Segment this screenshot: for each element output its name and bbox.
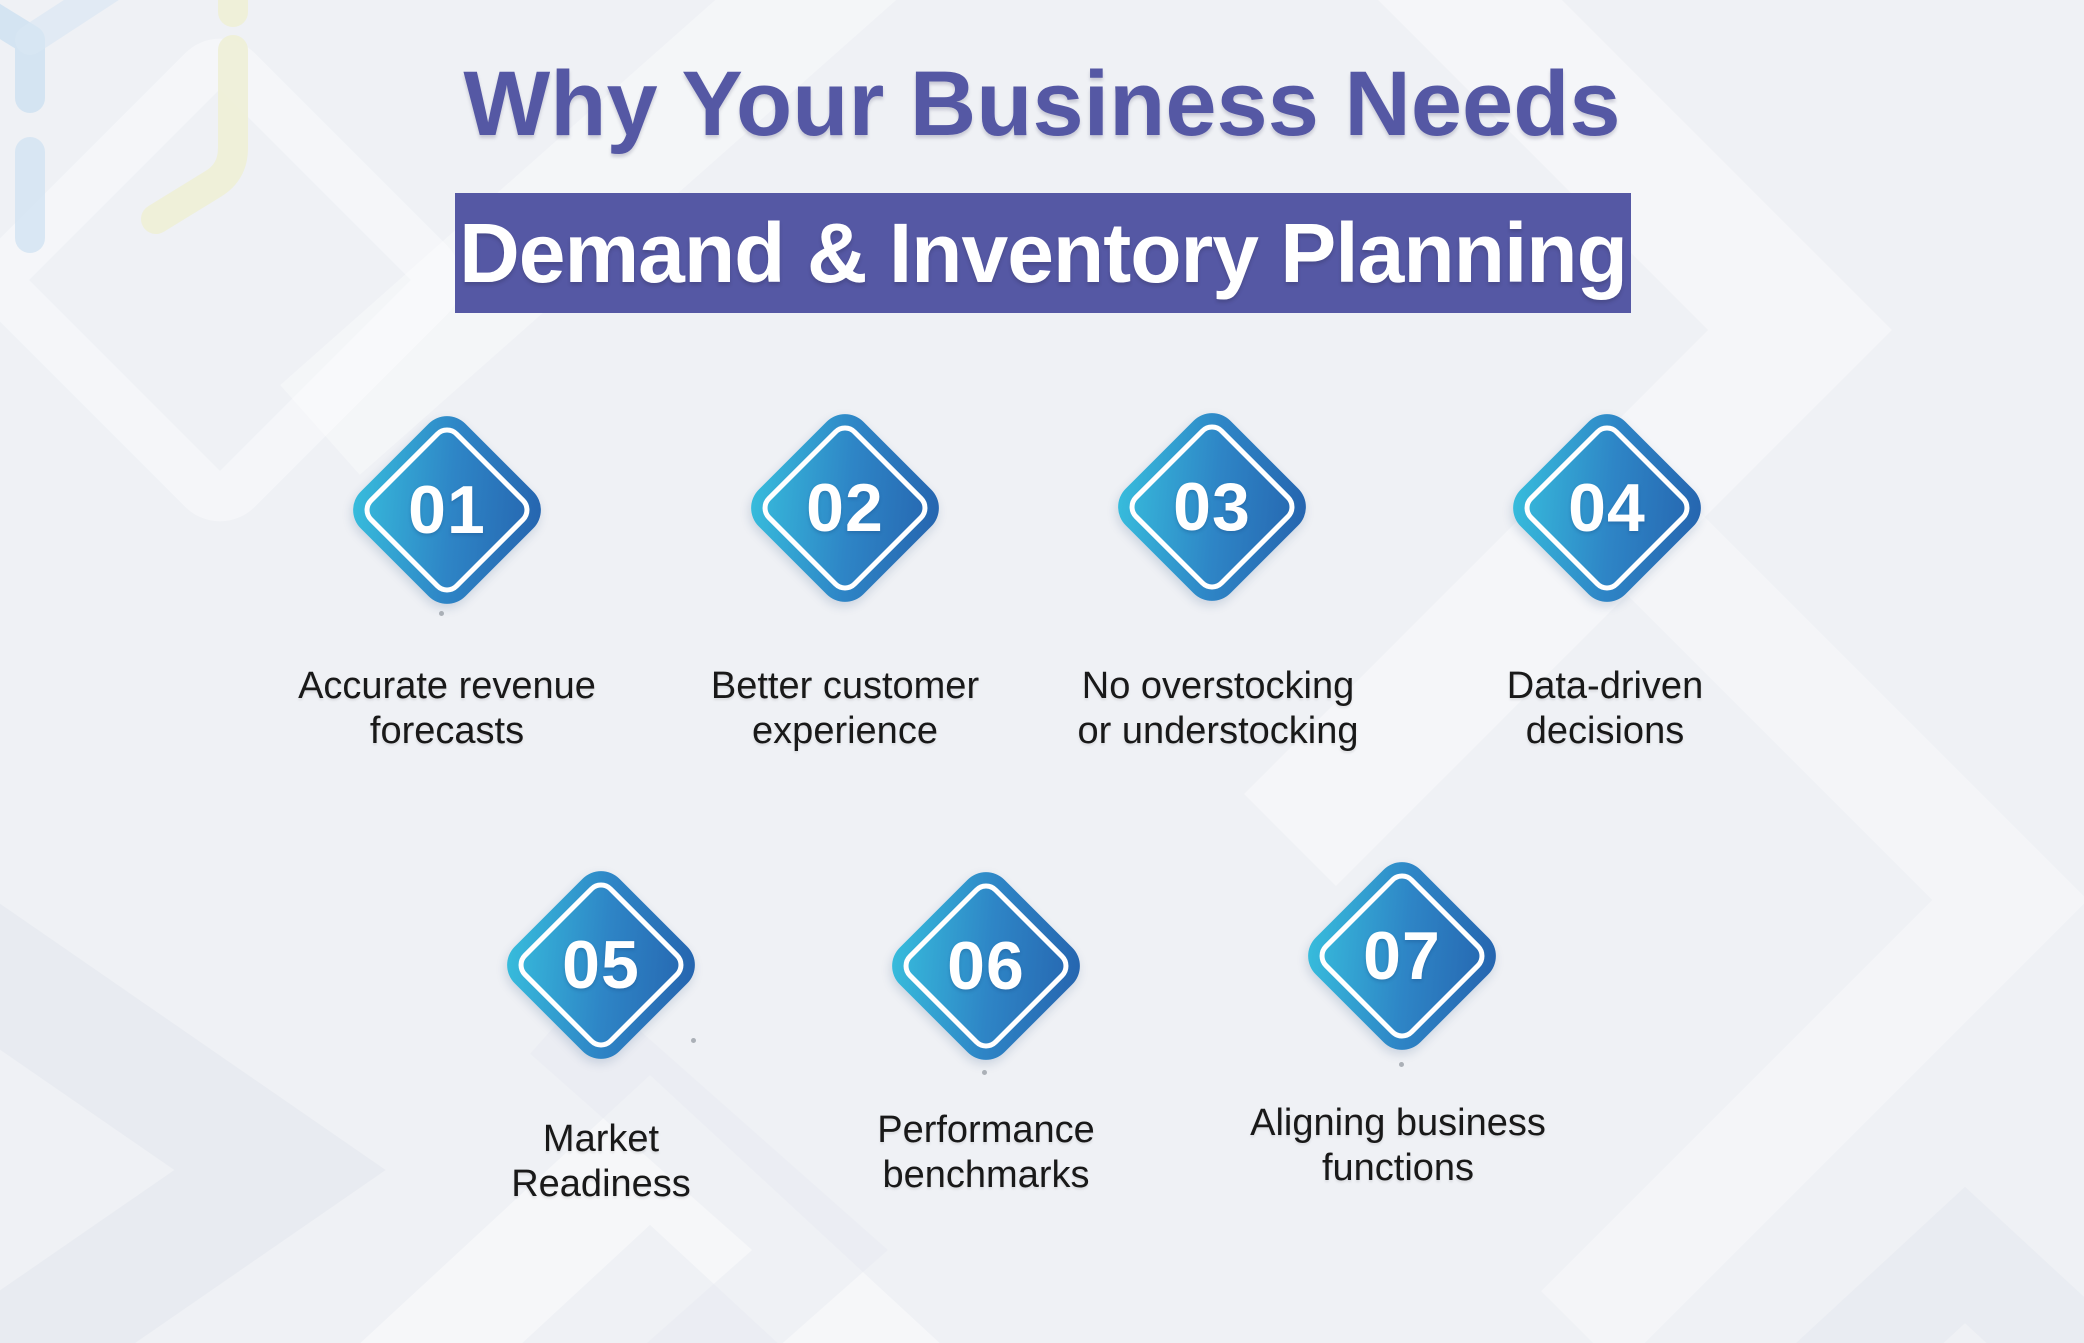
item-label-line-1: Aligning business xyxy=(1250,1102,1546,1144)
item-number: 03 xyxy=(1173,469,1251,545)
speck-dot xyxy=(982,1070,987,1075)
page-subtitle: Demand & Inventory Planning xyxy=(459,205,1628,300)
speck-dot xyxy=(691,1038,696,1043)
item-label-line-2: benchmarks xyxy=(882,1154,1090,1196)
item-label: Accurate revenue forecasts xyxy=(227,664,667,754)
item-07: 07 xyxy=(1297,851,1507,1061)
item-label: Better customer experience xyxy=(625,664,1065,754)
item-label-line-2: functions xyxy=(1321,1147,1475,1189)
item-06: 06 xyxy=(881,861,1091,1071)
item-label: Performance benchmarks xyxy=(766,1108,1206,1198)
item-label: Aligning business functions xyxy=(1178,1101,1618,1191)
item-label-line-1: Market xyxy=(542,1118,660,1160)
item-number: 06 xyxy=(947,928,1025,1004)
item-label-line-2: or understocking xyxy=(1077,710,1359,752)
item-label-line-1: Performance xyxy=(877,1109,1095,1151)
item-label-line-2: forecasts xyxy=(369,710,525,752)
page-title: Why Your Business Needs xyxy=(463,53,1621,155)
item-label: Data-driven decisions xyxy=(1385,664,1825,754)
item-number: 05 xyxy=(562,927,640,1003)
logo-watermark xyxy=(0,0,248,253)
item-label-line-1: Accurate revenue xyxy=(298,665,596,707)
item-label: No overstocking or understocking xyxy=(998,664,1438,754)
item-number: 01 xyxy=(408,472,486,548)
item-02: 02 xyxy=(740,403,950,613)
item-number: 02 xyxy=(806,470,884,546)
item-04: 04 xyxy=(1502,403,1712,613)
item-label-line-2: decisions xyxy=(1525,710,1685,752)
item-number: 04 xyxy=(1568,470,1646,546)
item-05: 05 xyxy=(496,860,706,1070)
item-label-line-1: No overstocking xyxy=(1081,665,1355,707)
item-03: 03 xyxy=(1107,402,1317,612)
speck-dot xyxy=(439,611,444,616)
item-label-line-2: experience xyxy=(752,710,938,752)
item-label-line-1: Data-driven xyxy=(1506,665,1704,707)
item-01: 01 xyxy=(342,405,552,615)
item-label-line-1: Better customer xyxy=(710,665,980,707)
item-label-line-2: Readiness xyxy=(511,1163,691,1205)
title-banner: Demand & Inventory Planning xyxy=(455,193,1631,313)
item-number: 07 xyxy=(1363,918,1441,994)
speck-dot xyxy=(1399,1062,1404,1067)
item-label: Market Readiness xyxy=(381,1117,821,1207)
